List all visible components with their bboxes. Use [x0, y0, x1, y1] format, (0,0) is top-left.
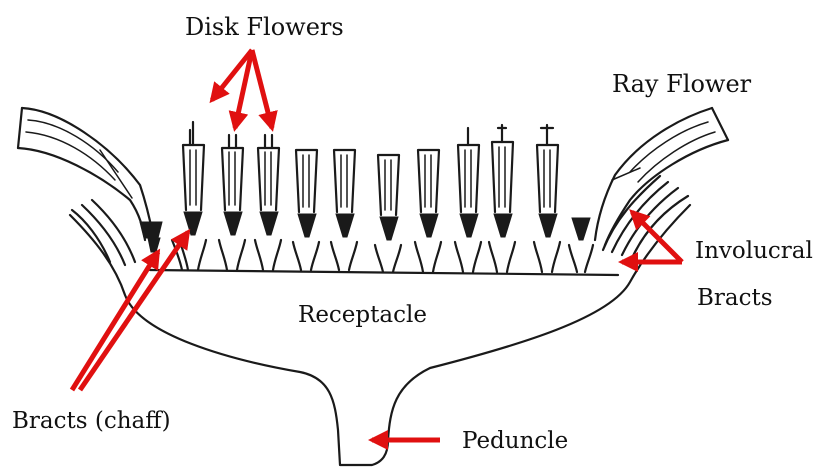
- peduncle-label: Peduncle: [462, 428, 568, 454]
- disk-flower: [293, 150, 319, 270]
- disk-flower: [489, 125, 515, 272]
- disk-flowers-label: Disk Flowers: [185, 13, 344, 41]
- chaff-arrow: [80, 232, 188, 390]
- disk-flower: [331, 150, 357, 270]
- disk-flower-edge: [569, 218, 593, 272]
- involucral-label-line1: Involucral: [695, 238, 813, 264]
- disk-flower: [455, 128, 481, 272]
- left-ray-flower: [18, 108, 153, 240]
- ray-flower-label: Ray Flower: [612, 70, 752, 98]
- disk-flower: [255, 135, 281, 270]
- disk-flower: [375, 155, 401, 272]
- disk-flower: [219, 135, 245, 270]
- disk-flower: [415, 150, 441, 272]
- disk-flower: [180, 122, 206, 270]
- receptacle-label: Receptacle: [298, 302, 427, 328]
- annotation-arrows: [72, 50, 682, 440]
- bracts-chaff-label: Bracts (chaff): [12, 408, 171, 434]
- labels: Disk Flowers Ray Flower Involucral Bract…: [12, 13, 813, 454]
- disk-flowers: [180, 122, 593, 272]
- involucral-label-line2: Bracts: [697, 285, 773, 311]
- right-involucral-bracts: [603, 176, 688, 258]
- disk-flower: [534, 125, 560, 272]
- disk-flowers-arrow: [252, 50, 272, 128]
